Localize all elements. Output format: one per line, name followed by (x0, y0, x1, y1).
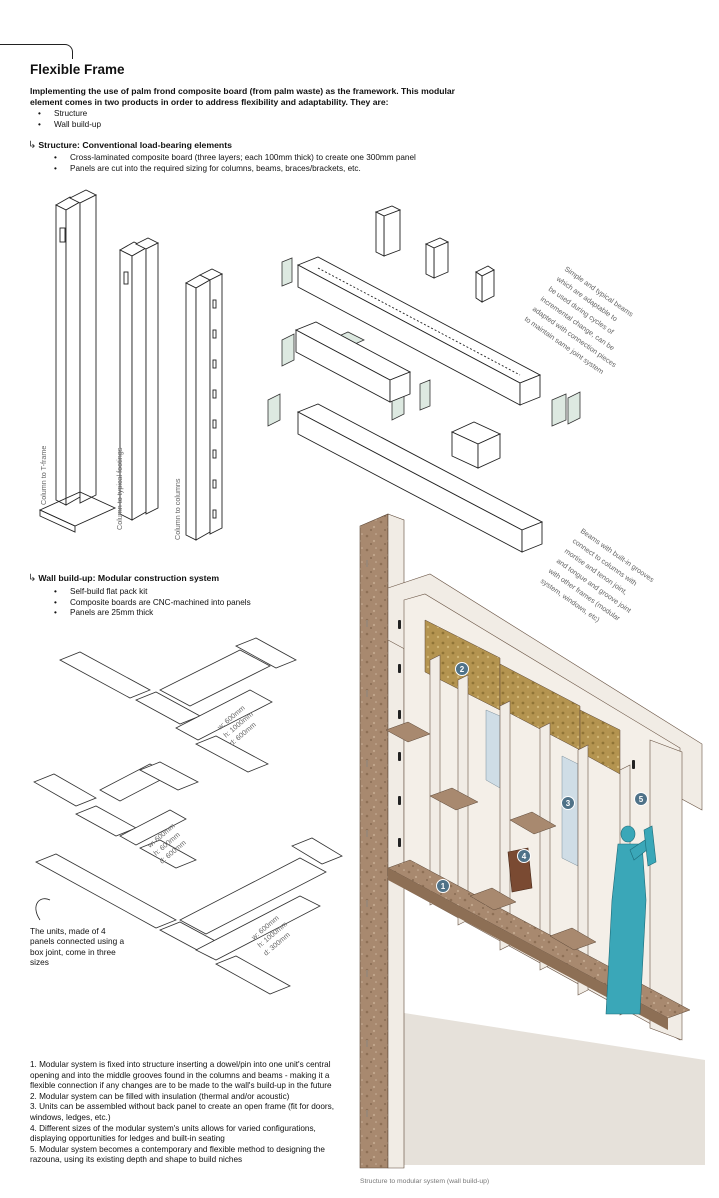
beam-3 (296, 403, 544, 553)
notes-list: 1. Modular system is fixed into structur… (30, 1060, 350, 1166)
intro-item-wall: Wall build-up (30, 120, 101, 131)
wall-list: Self-build flat pack kit Composite board… (46, 587, 251, 619)
column-label: Column to columns (173, 478, 182, 540)
tab-decoration (0, 44, 73, 59)
flat-pack-kit-small (33, 761, 199, 869)
arrow-icon: ↳ (28, 140, 37, 151)
beam-2 (294, 321, 412, 403)
intro-item-structure: Structure (30, 109, 101, 120)
figure-caption: Structure to modular system (wall build-… (360, 1178, 490, 1185)
wall-heading: ↳Wall build-up: Modular construction sys… (28, 573, 219, 584)
note-item: 2. Modular system can be filled with ins… (30, 1091, 290, 1101)
structure-list: Cross-laminated composite board (three l… (46, 153, 416, 174)
marker-3: 3 (561, 796, 575, 810)
arrow-icon: ↳ (28, 573, 37, 584)
marker-5: 5 (634, 792, 648, 806)
wall-item: Composite boards are CNC-machined into p… (46, 598, 251, 609)
column-label: Column to typical footings (115, 447, 124, 530)
page-title: Flexible Frame (30, 62, 125, 77)
flat-pack-kit-long (35, 837, 343, 995)
intro-text: Implementing the use of palm frond compo… (30, 86, 455, 107)
beam-1 (296, 256, 542, 406)
column-typical-footing (119, 237, 160, 521)
intro-list: Structure Wall build-up (30, 109, 101, 130)
note-pointer (35, 898, 51, 921)
flat-pack-kit-large (59, 637, 297, 773)
marker-4: 4 (517, 849, 531, 863)
connector-pieces (374, 205, 495, 303)
person-figure (605, 825, 657, 1015)
units-note: The units, made of 4 panels connected us… (30, 926, 125, 967)
note-item: 1. Modular system is fixed into structur… (30, 1060, 332, 1091)
wall-heading-text: Wall build-up: Modular construction syst… (38, 573, 220, 583)
structure-heading-text: Structure: Conventional load-bearing ele… (38, 140, 232, 150)
note-item: 4. Different sizes of the modular system… (30, 1123, 316, 1144)
note-item: 5. Modular system becomes a contemporary… (30, 1144, 325, 1165)
marker-2: 2 (455, 662, 469, 676)
svg-text:2: 2 (460, 665, 465, 674)
svg-text:1: 1 (441, 882, 446, 891)
wall-item: Panels are 25mm thick (46, 608, 251, 619)
wall-item: Self-build flat pack kit (46, 587, 251, 598)
svg-text:3: 3 (566, 799, 571, 808)
beam-block (450, 421, 502, 469)
svg-text:5: 5 (639, 795, 644, 804)
structure-item: Panels are cut into the required sizing … (46, 164, 416, 175)
marker-1: 1 (436, 879, 450, 893)
structure-heading: ↳Structure: Conventional load-bearing el… (28, 140, 232, 151)
structure-item: Cross-laminated composite board (three l… (46, 153, 416, 164)
svg-text:4: 4 (522, 852, 527, 861)
note-item: 3. Units can be assembled without back p… (30, 1102, 335, 1122)
column-t-frame (38, 189, 117, 533)
column-label: Column to T-frame (39, 446, 48, 505)
column-to-columns (185, 268, 224, 541)
